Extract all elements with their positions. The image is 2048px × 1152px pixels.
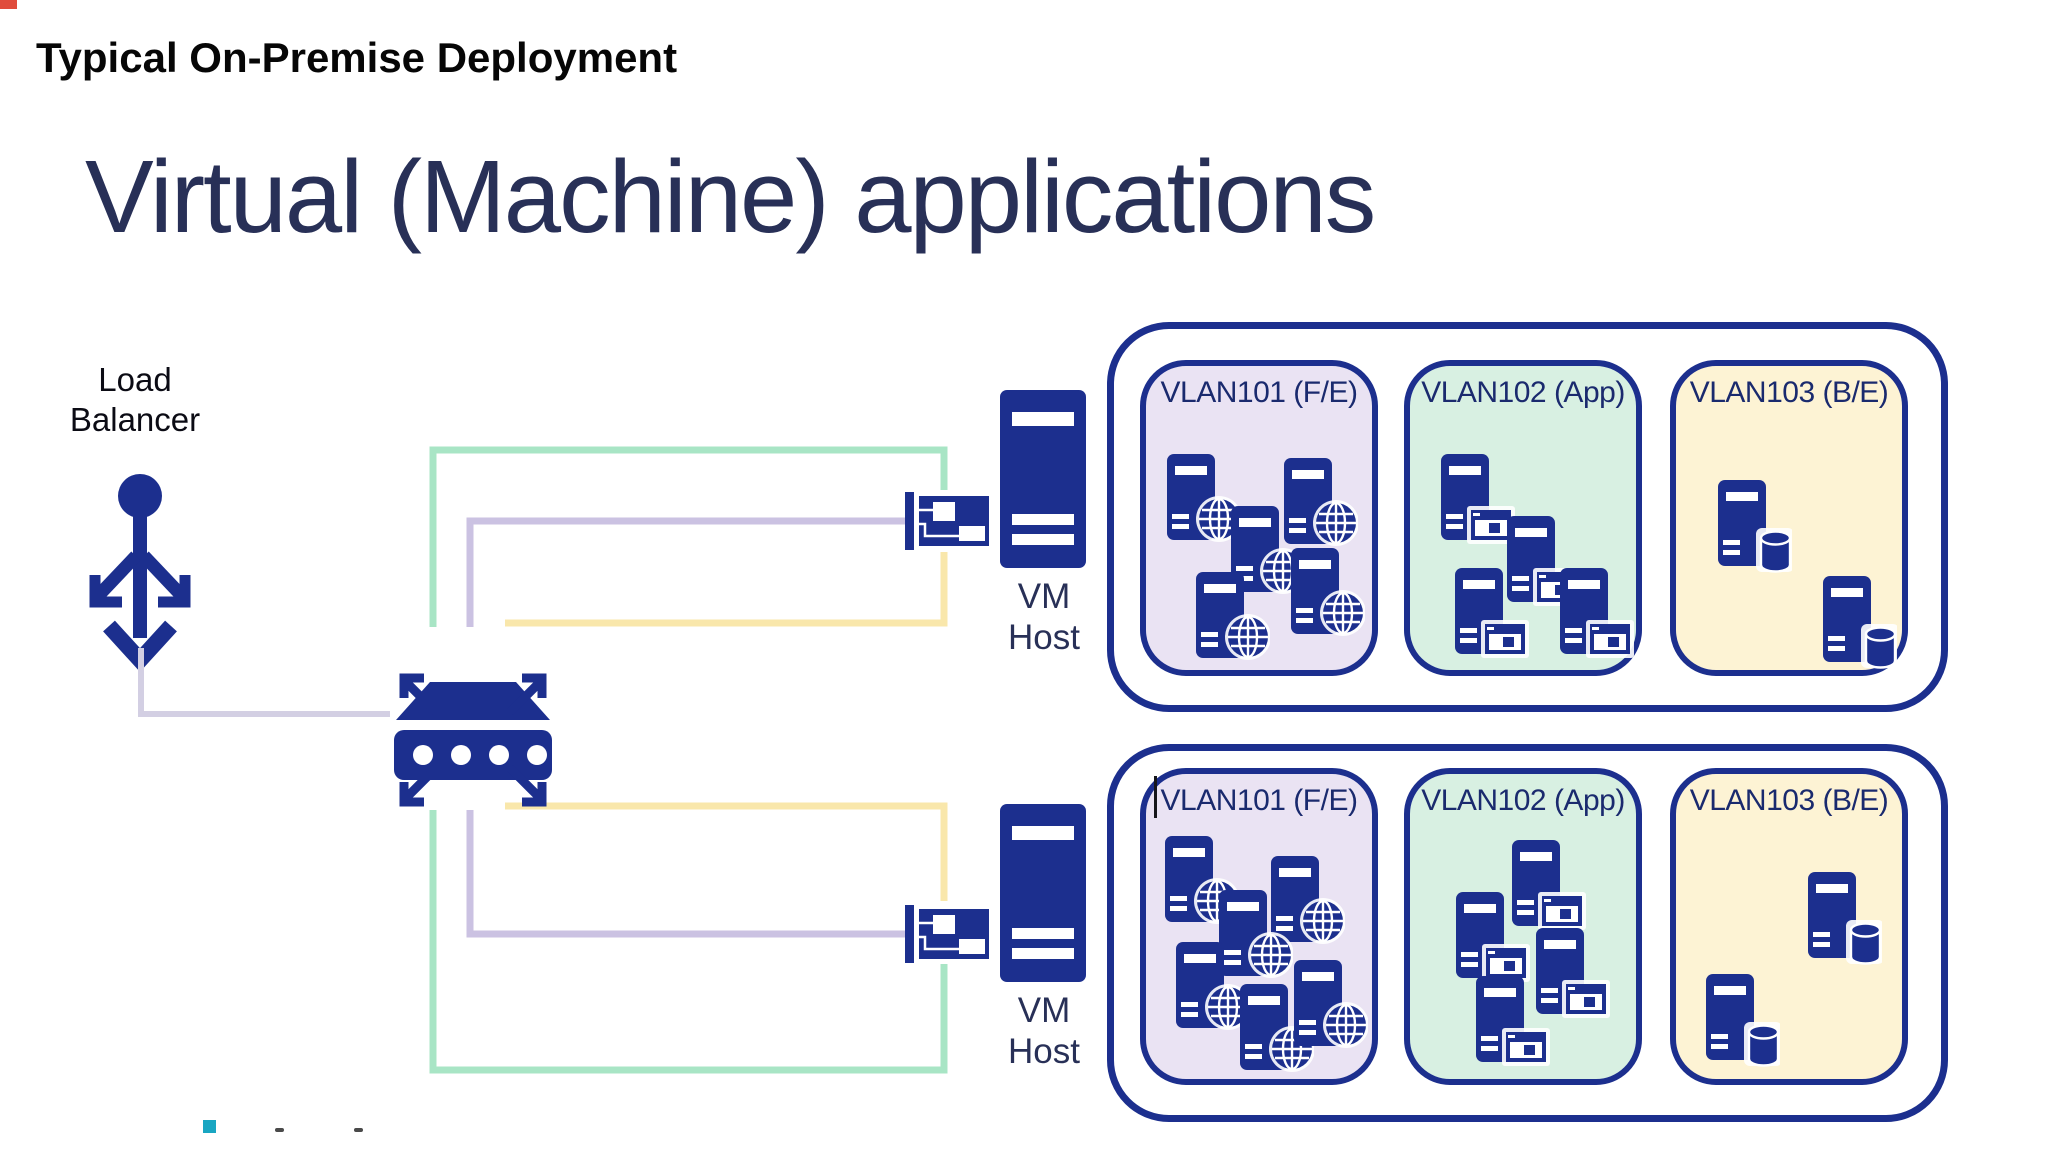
server-layer [1146, 366, 1372, 670]
app-server-icon [1453, 566, 1529, 662]
load-balancer-label: Load Balancer [69, 361, 201, 439]
teal-square-artifact [203, 1120, 216, 1133]
vlan-label: VLAN102 (App) [1421, 784, 1625, 817]
web-server-icon [1289, 546, 1366, 642]
web-server-icon [1194, 570, 1271, 666]
network-switch-icon [394, 673, 552, 807]
vlan-box-103: VLAN103 (B/E) [1670, 768, 1908, 1085]
app-server-icon [1534, 926, 1610, 1022]
wire-switch-to-host1-yellow [505, 552, 948, 627]
text-cursor-artifact [1154, 776, 1157, 818]
app-server-icon [1510, 838, 1586, 934]
wire-switch-to-host1-lavender [466, 517, 908, 627]
vlan-label: VLAN103 (B/E) [1689, 376, 1889, 409]
wire-switch-to-host2-yellow [505, 802, 948, 901]
db-server-icon [1806, 870, 1884, 966]
db-server-icon [1704, 972, 1782, 1068]
server-layer [1410, 366, 1636, 670]
vlan-label: VLAN101 (F/E) [1160, 376, 1358, 409]
vlan-label: VLAN102 (App) [1421, 376, 1625, 409]
app-server-icon [1505, 514, 1581, 610]
load-balancer-icon [89, 474, 191, 672]
server-layer [1676, 774, 1902, 1079]
web-server-icon [1269, 854, 1346, 950]
slide-title: Typical On-Premise Deployment [36, 34, 678, 81]
server-layer [1676, 366, 1902, 670]
app-server-icon [1558, 566, 1634, 662]
app-server-icon [1439, 452, 1515, 548]
vlan-box-102: VLAN102 (App) [1404, 360, 1642, 676]
server-layer [1146, 774, 1372, 1079]
wire-switch-to-host1-green [429, 446, 948, 627]
vm-host-icon [1000, 390, 1086, 568]
nic-card-icon [905, 492, 989, 550]
vlan-label: VLAN103 (B/E) [1689, 784, 1889, 817]
wire-switch-to-host2-green [429, 810, 948, 1074]
vlan-box-101: VLAN101 (F/E) [1140, 768, 1378, 1085]
red-corner-artifact [0, 0, 17, 9]
db-server-icon [1821, 574, 1899, 670]
vm-host-label: VM Host [1008, 991, 1080, 1072]
web-server-icon [1282, 456, 1359, 552]
vm-host-icon [1000, 804, 1086, 982]
web-server-icon [1174, 940, 1251, 1036]
app-server-icon [1454, 890, 1530, 986]
vlan-label: VLAN101 (F/E) [1160, 784, 1358, 817]
host-rack-top: VLAN101 (F/E) VLAN102 (App) VLAN103 (B/E… [1107, 322, 1948, 712]
server-layer [1410, 774, 1636, 1079]
host-rack-bottom: VLAN101 (F/E) VLAN102 (App) VLAN103 (B/E… [1107, 744, 1948, 1122]
nic-card-icon [905, 905, 989, 963]
vm-host-label: VM Host [1008, 577, 1080, 658]
web-server-icon [1292, 958, 1369, 1054]
vlan-box-102: VLAN102 (App) [1404, 768, 1642, 1085]
dash-artifact-2 [354, 1128, 363, 1132]
dash-artifact-1 [275, 1128, 284, 1132]
main-title: Virtual (Machine) applications [85, 139, 1376, 254]
vlan-box-101: VLAN101 (F/E) [1140, 360, 1378, 676]
web-server-icon [1217, 888, 1294, 984]
web-server-icon [1165, 452, 1242, 548]
vlan-box-103: VLAN103 (B/E) [1670, 360, 1908, 676]
db-server-icon [1716, 478, 1794, 574]
app-server-icon [1474, 974, 1550, 1070]
